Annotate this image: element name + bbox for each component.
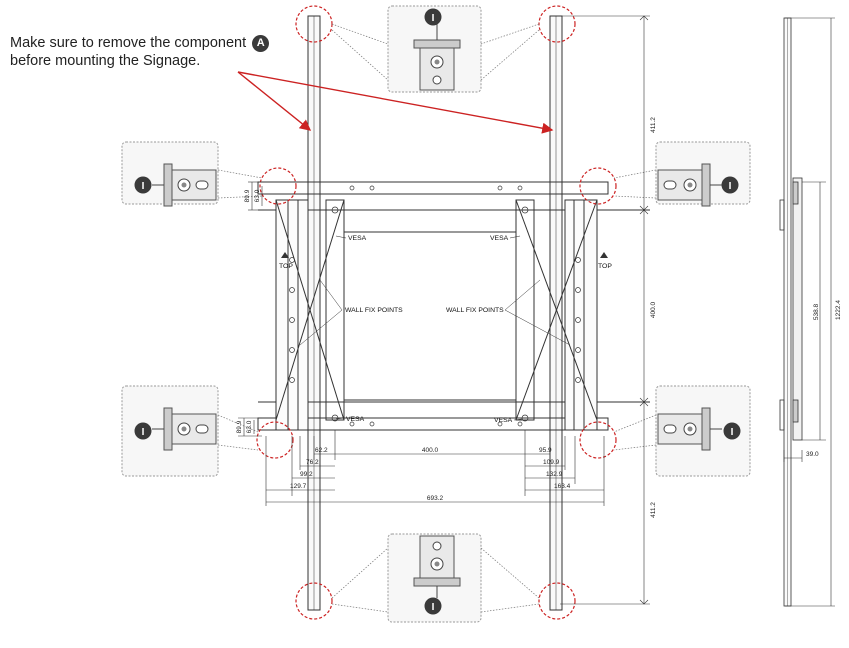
svg-text:I: I — [731, 427, 734, 438]
callout-right-upper: I — [655, 141, 751, 207]
dim-left-3: 99.2 — [300, 471, 313, 478]
dim-rail-bottom: 411.2 — [650, 502, 657, 518]
top-marker-right: TOP — [598, 252, 612, 270]
vesa-label-bottom-right: VESA — [494, 417, 523, 424]
svg-text:TOP: TOP — [598, 263, 612, 270]
dim-overall-width: 693.2 — [427, 495, 444, 502]
frame-holes — [289, 185, 581, 427]
note-arrows — [237, 71, 554, 134]
callout-left-upper: I — [121, 141, 219, 207]
dim-left-lower-a: 89.9 — [236, 420, 243, 433]
dim-side-depth: 39.0 — [806, 451, 819, 458]
circle-badge-icon — [134, 422, 152, 440]
svg-text:VESA: VESA — [348, 235, 367, 242]
dimension-lines-bottom — [265, 430, 605, 506]
wall-fix-points-label-left: WALL FIX POINTS — [299, 279, 403, 346]
vertical-rail-left — [307, 15, 321, 611]
mount-frame — [257, 181, 650, 431]
dim-side-inner: 538.8 — [813, 303, 820, 320]
callout-right-lower: I — [655, 385, 751, 477]
dimension-lines-left — [238, 181, 264, 437]
svg-text:WALL FIX POINTS: WALL FIX POINTS — [446, 307, 504, 314]
dim-rail-top: 411.2 — [650, 117, 657, 133]
callout-left-lower: I — [121, 385, 219, 477]
circle-badge-icon — [721, 176, 739, 194]
svg-text:VESA: VESA — [494, 417, 513, 424]
arrow-icon — [237, 71, 554, 134]
wall-fix-points-label-right: WALL FIX POINTS — [446, 279, 571, 346]
note-line-2: before mounting the Signage. — [10, 53, 201, 69]
dim-right-1: 95.9 — [539, 447, 552, 454]
circle-badge-icon — [723, 422, 741, 440]
dim-left-1: 62.2 — [315, 447, 328, 454]
dim-right-3: 132.9 — [546, 471, 563, 478]
dimension-lines-right — [560, 15, 650, 605]
note-line-1: Make sure to remove the component — [10, 35, 247, 51]
dim-right-4: 163.4 — [554, 483, 571, 490]
callout-leaders — [217, 23, 657, 613]
callout-bottom: I — [387, 533, 482, 623]
dim-left-upper-a: 89.9 — [244, 189, 251, 202]
vesa-label-top-right: VESA — [490, 235, 521, 242]
callout-top: I — [387, 5, 482, 93]
circle-badge-icon — [134, 176, 152, 194]
side-dimension-lines — [783, 17, 835, 607]
vesa-label-bottom-left: VESA — [335, 416, 365, 423]
dim-left-2: 76.2 — [306, 459, 319, 466]
dim-vesa-horizontal: 400.0 — [422, 447, 439, 454]
side-view — [779, 17, 803, 607]
top-marker-left: TOP — [279, 252, 293, 270]
circle-badge-icon — [424, 8, 442, 26]
svg-text:TOP: TOP — [279, 263, 293, 270]
dim-vesa-vertical: 400.0 — [650, 301, 657, 318]
arrow-icon — [237, 71, 312, 131]
circle-badge-icon — [424, 597, 442, 615]
removal-note: Make sure to remove the component A befo… — [10, 34, 270, 70]
svg-text:WALL FIX POINTS: WALL FIX POINTS — [345, 307, 403, 314]
svg-text:I: I — [142, 427, 145, 438]
dim-side-total: 1222.4 — [835, 300, 842, 320]
dim-left-lower-b: 63.0 — [246, 420, 253, 433]
svg-text:I: I — [432, 13, 435, 24]
vesa-label-top-left: VESA — [335, 235, 367, 242]
vertical-rail-right — [549, 15, 563, 611]
component-badge-icon: A — [252, 35, 270, 52]
svg-text:I: I — [729, 181, 732, 192]
svg-text:I: I — [432, 602, 435, 613]
svg-text:VESA: VESA — [346, 416, 365, 423]
dim-left-upper-b: 63.0 — [254, 189, 261, 202]
svg-text:I: I — [142, 181, 145, 192]
svg-text:VESA: VESA — [490, 235, 509, 242]
dim-left-4: 129.7 — [290, 483, 307, 490]
dim-right-2: 109.9 — [543, 459, 560, 466]
